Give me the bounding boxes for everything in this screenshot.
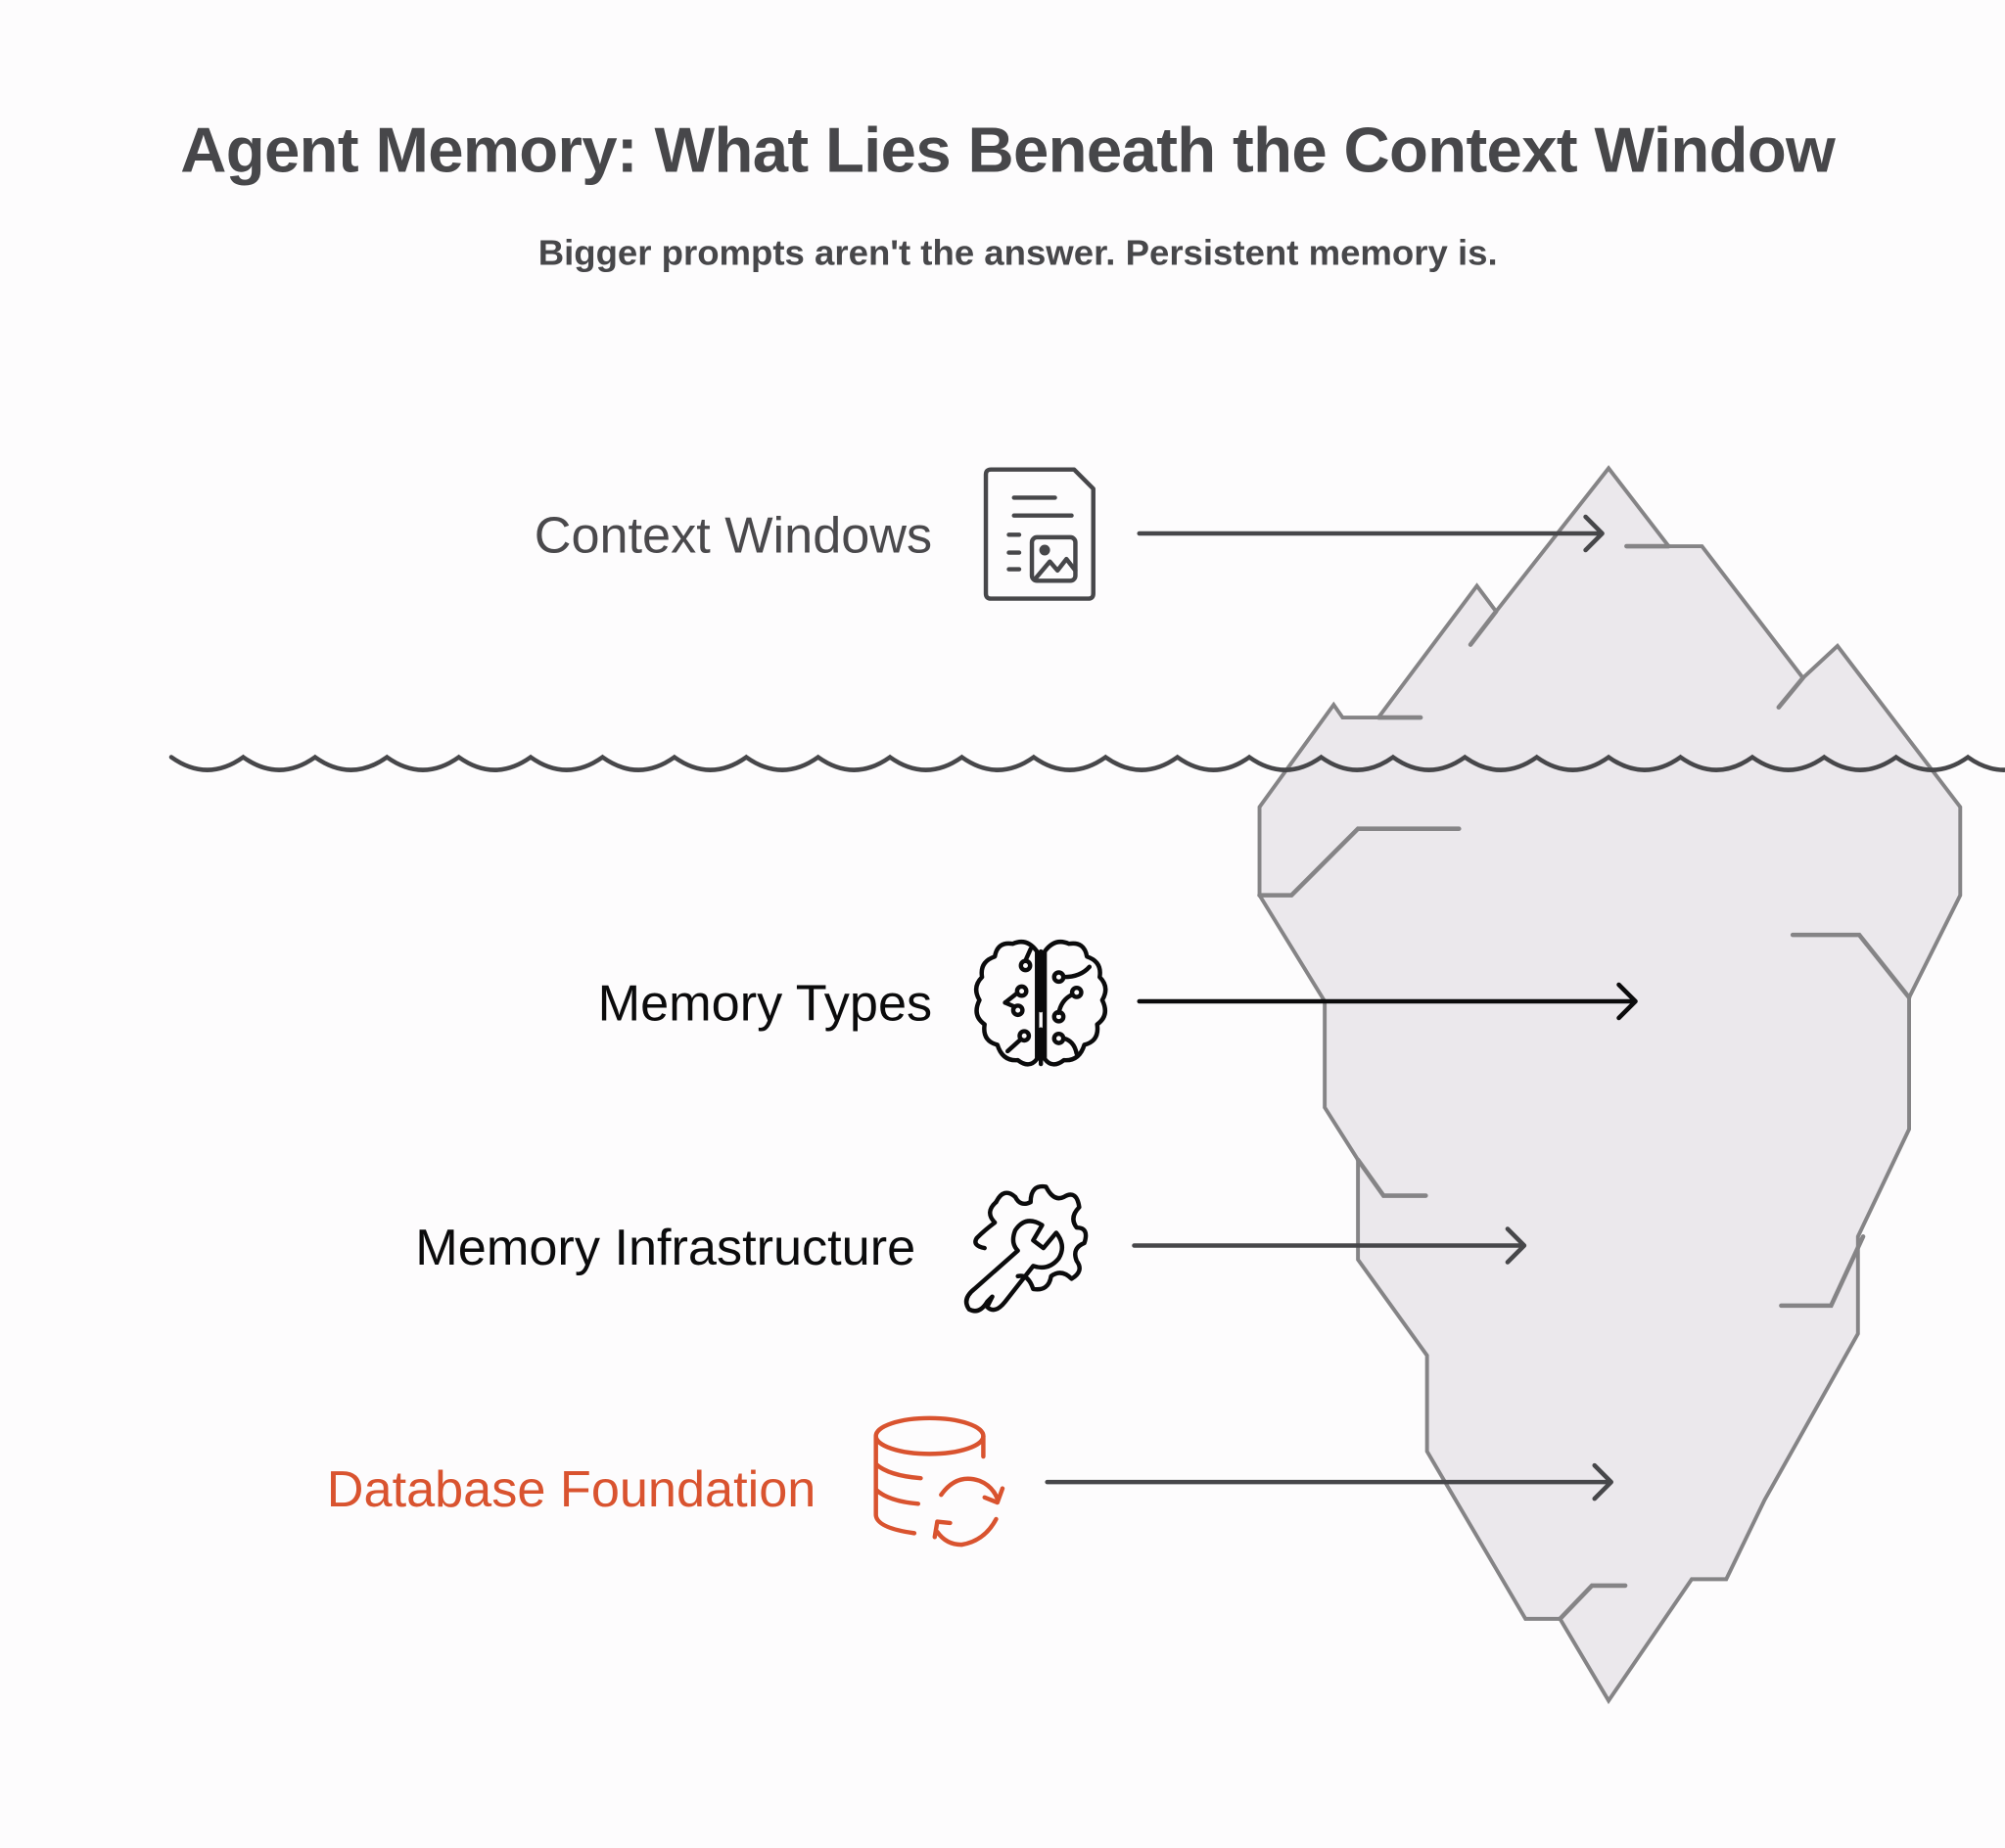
arrow-memory-infrastructure: [1132, 1226, 1527, 1265]
iceberg-crack: [1790, 932, 1912, 1000]
layer-label: Memory Infrastructure: [415, 1220, 915, 1276]
database-sync-icon: [873, 1415, 1005, 1548]
arrow-database-foundation: [1045, 1462, 1613, 1502]
arrow-memory-types: [1137, 982, 1638, 1021]
iceberg: [1257, 465, 1963, 1705]
iceberg-crack: [1776, 675, 1805, 710]
layer-label: Database Foundation: [327, 1461, 816, 1518]
page-title: Agent Memory: What Lies Beneath the Cont…: [180, 114, 1836, 185]
layer-memory-infrastructure: Memory Infrastructure: [415, 1183, 1527, 1314]
iceberg-outline: [1257, 465, 1963, 1705]
iceberg-crack: [1779, 1234, 1866, 1309]
document-image-icon: [983, 467, 1096, 601]
iceberg-crack: [1355, 1157, 1428, 1198]
layer-label: Memory Types: [598, 976, 933, 1033]
layer-memory-types: Memory Types: [598, 940, 1638, 1067]
brain-circuit-icon: [973, 940, 1108, 1067]
layer-label: Context Windows: [535, 508, 932, 565]
gear-wrench-icon: [963, 1183, 1089, 1314]
iceberg-crack: [1257, 826, 1462, 898]
layer-context-windows: Context Windows: [535, 467, 1605, 601]
arrow-context-windows: [1137, 514, 1605, 553]
iceberg-crack: [1558, 1583, 1628, 1622]
layer-database-foundation: Database Foundation: [327, 1415, 1613, 1548]
waterline: [168, 754, 2005, 772]
iceberg-crack: [1468, 609, 1499, 647]
page-subtitle: Bigger prompts aren't the answer. Persis…: [538, 233, 1498, 273]
